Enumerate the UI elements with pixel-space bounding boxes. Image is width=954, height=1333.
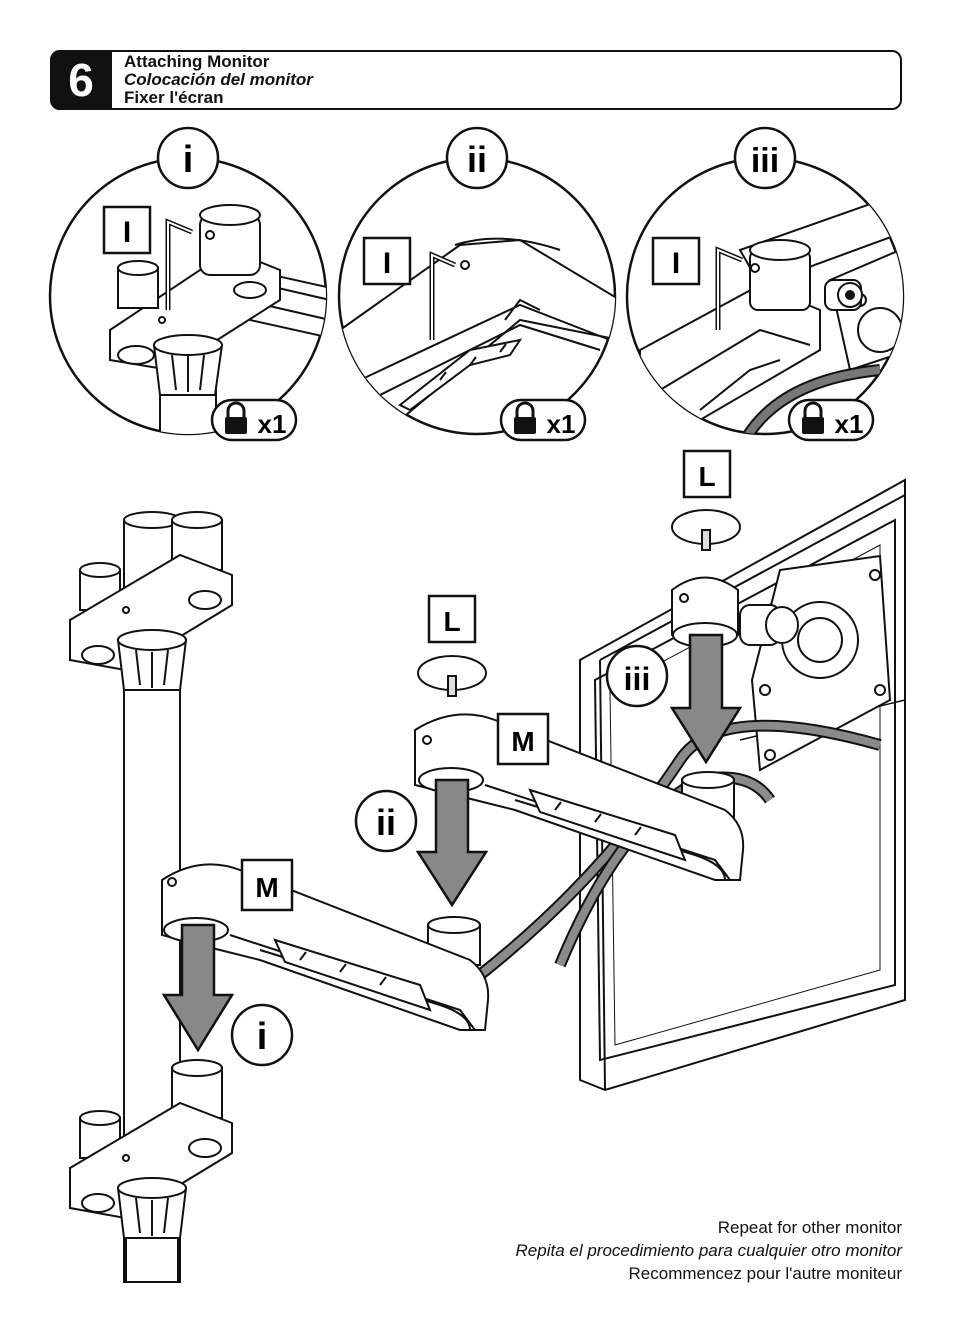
bottom-clamp bbox=[69, 1059, 233, 1283]
part-m-lower: M bbox=[240, 858, 294, 912]
svg-text:L: L bbox=[443, 606, 460, 637]
detail-i: i I x1 bbox=[48, 126, 328, 442]
part-m-upper: M bbox=[496, 712, 550, 766]
detail-iii-count: x1 bbox=[835, 409, 864, 439]
top-clamp bbox=[69, 511, 233, 691]
down-arrow-iii bbox=[669, 633, 743, 765]
step-titles: Attaching Monitor Colocación del monitor… bbox=[124, 53, 313, 107]
svg-text:iii: iii bbox=[624, 661, 651, 697]
detail-ii-label: ii bbox=[467, 139, 487, 180]
down-arrow-ii bbox=[415, 778, 489, 908]
detail-i-count: x1 bbox=[258, 409, 287, 439]
footer-english: Repeat for other monitor bbox=[717, 1218, 902, 1237]
lock-icon bbox=[802, 401, 824, 434]
screw-l-lower bbox=[417, 655, 487, 697]
svg-text:ii: ii bbox=[376, 802, 396, 843]
detail-ii-tool: I bbox=[383, 247, 391, 280]
callout-iii: iii bbox=[605, 644, 669, 708]
detail-ii-count: x1 bbox=[547, 409, 576, 439]
main-assembly bbox=[69, 478, 906, 1283]
part-l-lower: L bbox=[427, 594, 477, 644]
detail-i-tool: I bbox=[123, 216, 131, 249]
footer-note: Repeat for other monitor Repita el proce… bbox=[516, 1216, 902, 1285]
detail-iii-tool: I bbox=[672, 247, 680, 280]
svg-text:M: M bbox=[511, 726, 534, 757]
detail-i-label: i bbox=[183, 139, 194, 181]
detail-iii-label: iii bbox=[751, 142, 779, 180]
detail-iii: iii I x1 bbox=[625, 126, 905, 442]
lock-icon bbox=[514, 401, 536, 434]
title-french: Fixer l'écran bbox=[124, 88, 224, 107]
footer-spanish: Repita el procedimiento para cualquier o… bbox=[515, 1241, 902, 1260]
down-arrow-i bbox=[161, 923, 235, 1053]
detail-ii: ii I x1 bbox=[337, 126, 617, 442]
svg-text:i: i bbox=[257, 1016, 268, 1058]
title-spanish: Colocación del monitor bbox=[124, 70, 313, 89]
screw-l-upper bbox=[671, 509, 741, 551]
svg-text:M: M bbox=[255, 872, 278, 903]
callout-ii: ii bbox=[354, 789, 418, 853]
lock-icon bbox=[225, 401, 247, 434]
svg-text:L: L bbox=[698, 461, 715, 492]
title-english: Attaching Monitor bbox=[124, 52, 270, 71]
callout-i: i bbox=[230, 1003, 294, 1067]
part-l-upper: L bbox=[682, 449, 732, 499]
step-number: 6 bbox=[50, 50, 112, 110]
footer-french: Recommencez pour l'autre moniteur bbox=[628, 1264, 902, 1283]
